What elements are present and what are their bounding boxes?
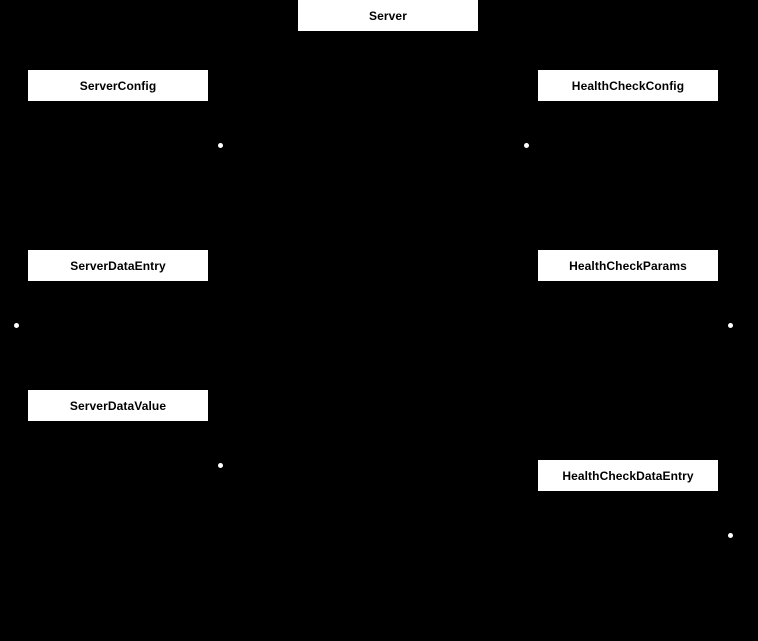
edge-marker-dot-6: [728, 533, 733, 538]
node-server-data-value[interactable]: ServerDataValue: [28, 390, 208, 421]
node-server-label: Server: [369, 8, 407, 23]
node-server-data-entry-label: ServerDataEntry: [70, 258, 166, 273]
node-server-data-value-label: ServerDataValue: [69, 398, 167, 413]
edge-marker-dot-5: [218, 463, 223, 468]
node-server-config[interactable]: ServerConfig: [28, 70, 208, 101]
node-health-check-params-label: HealthCheckParams: [569, 258, 687, 273]
node-health-check-data-entry-label: HealthCheckDataEntry: [562, 468, 694, 483]
node-health-check-params[interactable]: HealthCheckParams: [538, 250, 718, 281]
node-server[interactable]: Server: [298, 0, 478, 31]
edge-marker-dot-2: [524, 143, 529, 148]
node-health-check-data-entry[interactable]: HealthCheckDataEntry: [538, 460, 718, 491]
node-health-check-config[interactable]: HealthCheckConfig: [538, 70, 718, 101]
node-health-check-config-label: HealthCheckConfig: [571, 78, 685, 93]
edge-marker-dot-4: [728, 323, 733, 328]
edge-marker-dot-1: [218, 143, 223, 148]
node-server-config-label: ServerConfig: [79, 78, 157, 93]
edge-marker-dot-3: [14, 323, 19, 328]
node-server-data-entry[interactable]: ServerDataEntry: [28, 250, 208, 281]
